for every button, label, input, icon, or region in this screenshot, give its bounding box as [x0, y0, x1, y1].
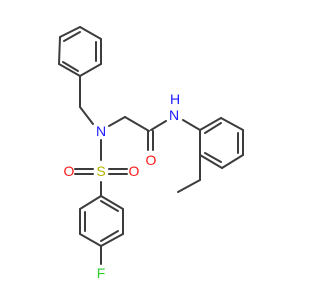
bond: [199, 154, 223, 169]
atom-o-sulfonyl-left: O: [64, 163, 75, 179]
atom-s: S: [96, 163, 105, 179]
bond-inner: [63, 31, 81, 42]
bond-n-ch2: [108, 116, 126, 127]
bond: [58, 63, 81, 77]
bond: [79, 195, 102, 210]
bond: [79, 233, 102, 247]
bond-inner: [100, 200, 119, 212]
bond: [100, 195, 124, 210]
atom-f: F: [97, 265, 106, 281]
bond-inner: [62, 61, 79, 72]
bond: [221, 154, 244, 169]
structure-diagram: N N H O S O O F: [58, 26, 244, 281]
bond-inner: [100, 230, 119, 242]
bond: [220, 117, 244, 131]
bond-inner: [204, 122, 222, 134]
benzyl-ring: [58, 26, 102, 77]
bond-ch2-n: [79, 106, 94, 125]
bond: [100, 233, 124, 247]
atom-h-amide: H: [170, 91, 180, 107]
bond: [79, 26, 102, 40]
bond: [58, 36, 61, 65]
atom-n-sulfonamide: N: [96, 123, 106, 139]
bond: [199, 117, 222, 131]
bond-ch2-carbonyl: [124, 116, 150, 132]
bond-inner: [204, 152, 222, 163]
atom-o-carbonyl: O: [146, 152, 157, 168]
atom-n-amide: N: [169, 107, 179, 123]
atom-o-sulfonyl-right: O: [129, 163, 140, 179]
fluorophenyl-ring: [79, 195, 124, 247]
ethylphenyl-ring: [199, 117, 244, 169]
bond-nh-aryl: [182, 119, 201, 131]
molecule-canvas: N N H O S O O F: [58, 26, 244, 281]
bond: [59, 26, 81, 38]
bond: [79, 63, 102, 77]
bond-ethyl-ch3: [177, 179, 201, 193]
bond-carbonyl-nh: [150, 120, 167, 131]
